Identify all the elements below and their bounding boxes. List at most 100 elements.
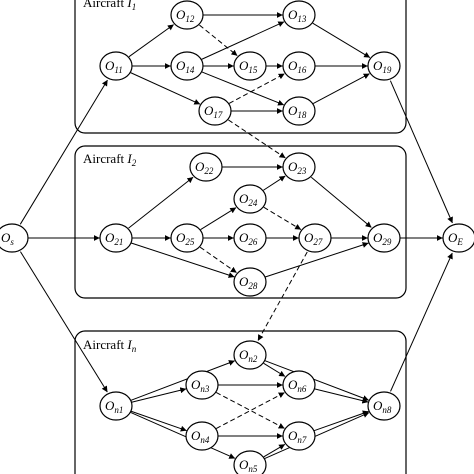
node-On3: On3 [185, 370, 219, 400]
node-label-O13: O13 [288, 7, 307, 24]
edge-O19-OE [389, 80, 453, 224]
node-label-O25: O25 [176, 230, 195, 247]
node-circle-On2 [233, 340, 267, 370]
aircraft-box-box1 [74, 0, 407, 134]
node-circle-O23 [282, 152, 316, 182]
node-circle-On5 [233, 450, 267, 474]
node-O11: O11 [99, 51, 133, 81]
node-O25: O25 [170, 223, 204, 253]
edge-O13-O19 [312, 22, 371, 58]
node-label-O27: O27 [304, 230, 323, 247]
node-O15: O15 [233, 51, 267, 81]
node-label-O19: O19 [373, 58, 392, 75]
node-label-On4: On4 [191, 428, 210, 445]
node-circle-O18 [282, 96, 316, 126]
edge-On8-OE [390, 252, 453, 392]
node-label-Os: Os [1, 230, 14, 247]
edge-On2-On6 [263, 362, 286, 377]
aircraft-box-title-box2: Aircraft I2 [83, 151, 137, 168]
node-circle-OE [442, 223, 474, 253]
node-circle-O17 [198, 96, 232, 126]
node-circle-O28 [233, 267, 267, 297]
node-circle-On3 [185, 370, 219, 400]
node-circle-O15 [233, 51, 267, 81]
node-O27: O27 [298, 223, 332, 253]
edge-O23-O29 [310, 176, 372, 228]
edge-O11-O12 [128, 24, 174, 58]
node-O14: O14 [170, 51, 204, 81]
precedence-edges [19, 12, 453, 460]
edge-O24-O27 [263, 206, 302, 230]
node-label-On5: On5 [239, 457, 258, 474]
node-On6: On6 [282, 370, 316, 400]
edge-On1-On4 [130, 410, 187, 432]
node-label-O28: O28 [239, 274, 258, 291]
edge-O12-O15 [199, 24, 238, 57]
node-label-On1: On1 [105, 398, 123, 415]
node-O28: O28 [233, 267, 267, 297]
node-On1: On1 [99, 391, 133, 421]
node-circle-On7 [282, 421, 316, 451]
node-circle-O11 [99, 51, 133, 81]
node-O18: O18 [282, 96, 316, 126]
node-O13: O13 [282, 0, 316, 30]
node-circle-O29 [367, 223, 401, 253]
node-label-On8: On8 [373, 398, 392, 415]
edge-On1-On5 [130, 411, 236, 459]
node-label-O24: O24 [239, 191, 258, 208]
node-On7: On7 [282, 421, 316, 451]
node-O22: O22 [189, 152, 223, 182]
node-Os: Os [0, 223, 29, 253]
node-label-On7: On7 [288, 428, 307, 445]
node-circle-O26 [233, 223, 267, 253]
edge-On5-On7 [263, 443, 286, 458]
node-On2: On2 [233, 340, 267, 370]
edge-O28-O29 [265, 242, 369, 278]
aircraft-box-title-box1: Aircraft I1 [83, 0, 136, 12]
edge-O27-On2 [257, 251, 308, 341]
node-label-OE: OE [448, 230, 463, 247]
node-circle-O22 [189, 152, 223, 182]
node-O12: O12 [170, 0, 204, 30]
node-On8: On8 [367, 391, 401, 421]
node-circle-O14 [170, 51, 204, 81]
aircraft-box-boxn [74, 330, 407, 474]
node-label-O22: O22 [195, 159, 214, 176]
edge-O24-O23 [263, 175, 286, 191]
node-circle-O13 [282, 0, 316, 30]
edge-O17-O23 [228, 119, 286, 159]
edge-On6-On8 [314, 388, 369, 404]
node-label-On2: On2 [239, 347, 258, 364]
node-circle-O19 [367, 51, 401, 81]
node-OE: OE [442, 223, 474, 253]
node-label-O14: O14 [176, 58, 195, 75]
node-circle-On8 [367, 391, 401, 421]
node-O19: O19 [367, 51, 401, 81]
node-O16: O16 [282, 51, 316, 81]
edge-O21-O28 [131, 242, 235, 278]
edge-On1-On3 [131, 387, 187, 403]
edge-O25-O28 [199, 246, 237, 273]
node-label-O15: O15 [239, 58, 258, 75]
edge-On4-On6 [215, 392, 285, 429]
edge-On1-On2 [130, 360, 235, 401]
node-O17: O17 [198, 96, 232, 126]
node-O26: O26 [233, 223, 267, 253]
node-O24: O24 [233, 184, 267, 214]
edge-On7-On8 [313, 410, 369, 432]
node-O21: O21 [99, 223, 133, 253]
edge-O14-O18 [201, 71, 284, 106]
node-label-O18: O18 [288, 103, 307, 120]
node-label-O11: O11 [105, 58, 123, 75]
edge-On5-On8 [264, 412, 370, 460]
edge-O11-O17 [130, 72, 201, 105]
node-label-On3: On3 [191, 377, 210, 394]
node-On4: On4 [185, 421, 219, 451]
edge-On2-On8 [264, 360, 369, 401]
edge-Os-O11 [19, 79, 108, 225]
aircraft-box-box2 [74, 145, 407, 299]
node-label-O26: O26 [239, 230, 258, 247]
